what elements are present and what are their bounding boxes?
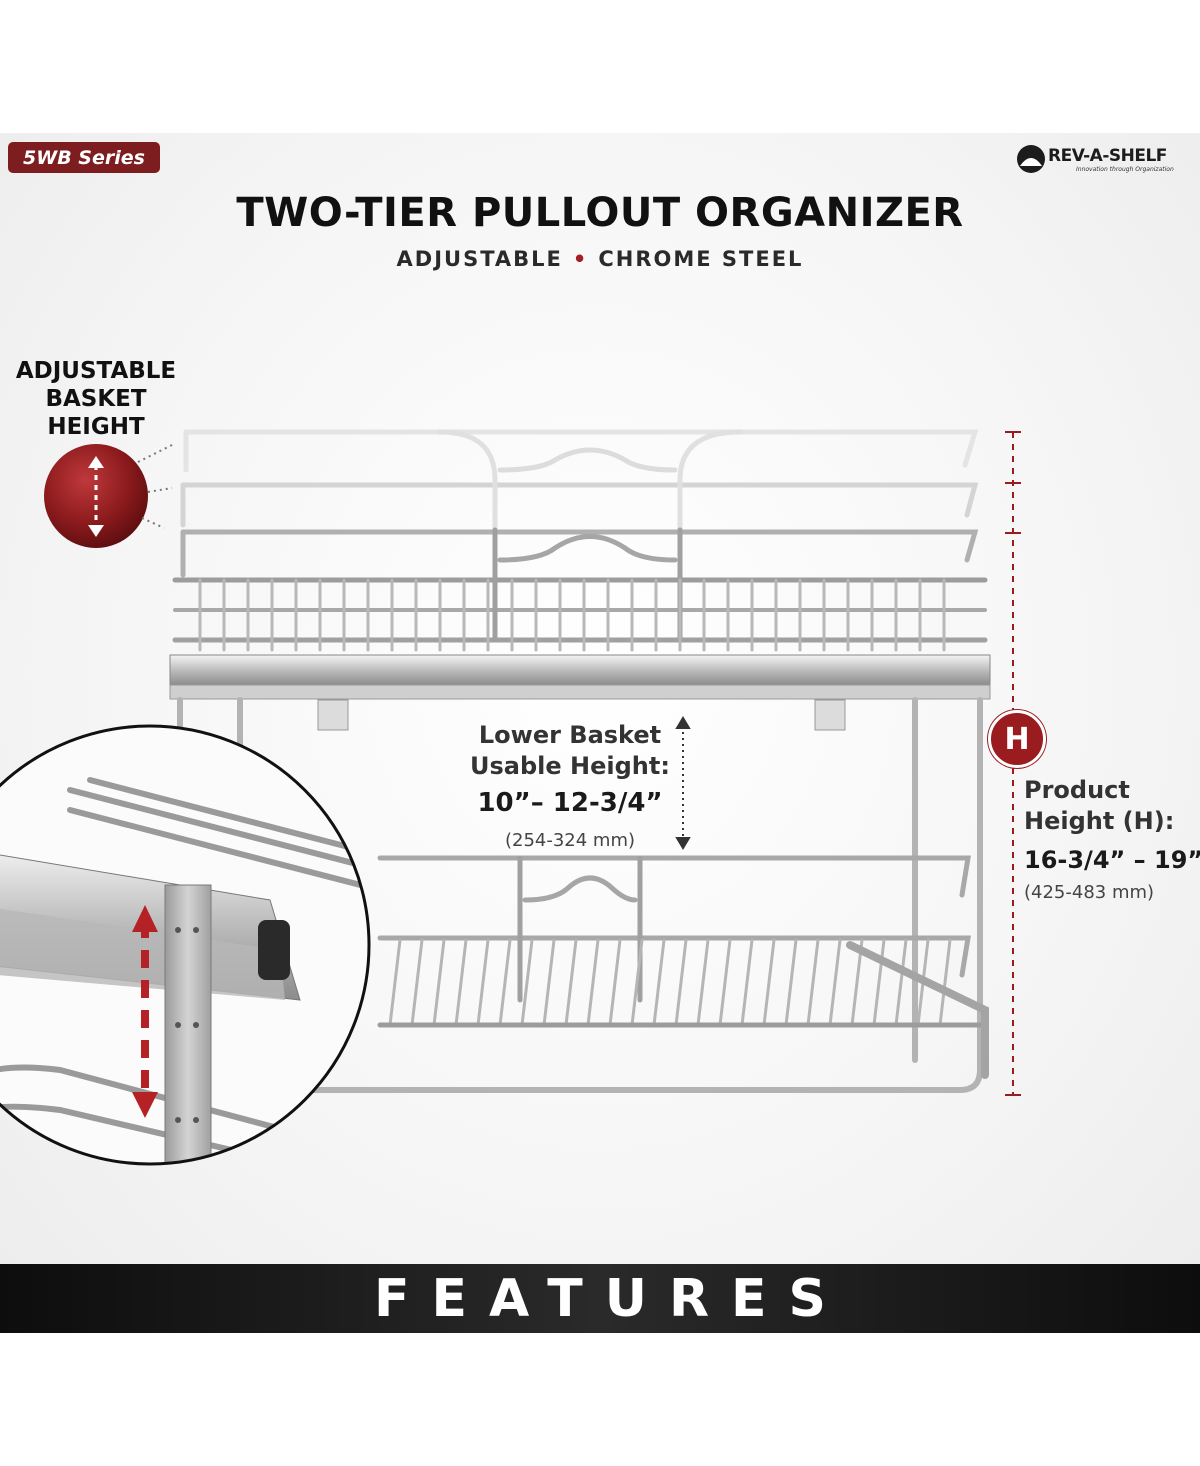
adjustable-line: ADJUSTABLE (15, 358, 177, 384)
ghost-basket-positions (180, 429, 979, 533)
brand-logo: REV-A-SHELF Innovation through Organizat… (1014, 140, 1194, 180)
adjustable-height-label: ADJUSTABLE BASKET HEIGHT (0, 357, 192, 441)
subtitle-separator: • (572, 247, 589, 271)
product-height-line-2: Height (H): (1024, 807, 1175, 835)
adjustable-height-icon (44, 444, 173, 548)
lower-basket-metric: (254-324 mm) (504, 830, 636, 851)
product-height-line-1: Product (1024, 776, 1130, 804)
lower-basket-dimension (675, 716, 691, 850)
product-height-metric: (425-483 mm) (1024, 882, 1155, 903)
lower-basket-value: 10”– 12-3/4” (477, 788, 663, 818)
brand-logo-mark (1017, 145, 1045, 173)
slide-detail-zoom (0, 724, 371, 1166)
lower-basket-label: Lower Basket Usable Height: (440, 720, 700, 782)
lower-basket-line-1: Lower Basket (478, 721, 662, 749)
adjustable-line: BASKET (45, 386, 147, 412)
product-height-value: 16-3/4” – 19” (1024, 846, 1200, 874)
lower-basket (377, 855, 989, 1079)
features-label: FEATURES (374, 1268, 848, 1329)
page-title: TWO-TIER PULLOUT ORGANIZER (236, 190, 964, 236)
brand-name: REV-A-SHELF (1048, 146, 1167, 166)
subtitle-feature-2: CHROME STEEL (598, 247, 804, 271)
height-dimension (1005, 431, 1021, 1096)
height-h-badge: H (988, 710, 1046, 768)
upper-basket (169, 527, 991, 731)
product-height-label: Product Height (H): (1024, 775, 1194, 837)
subtitle-feature-1: ADJUSTABLE (396, 247, 563, 271)
page-subtitle: ADJUSTABLE • CHROME STEEL (0, 247, 1200, 271)
brand-tagline: Innovation through Organization (1076, 166, 1174, 173)
lower-basket-line-2: Usable Height: (470, 752, 670, 780)
adjustable-line: HEIGHT (47, 414, 145, 440)
features-banner: FEATURES (0, 1264, 1200, 1333)
series-badge: 5WB Series (8, 142, 160, 173)
